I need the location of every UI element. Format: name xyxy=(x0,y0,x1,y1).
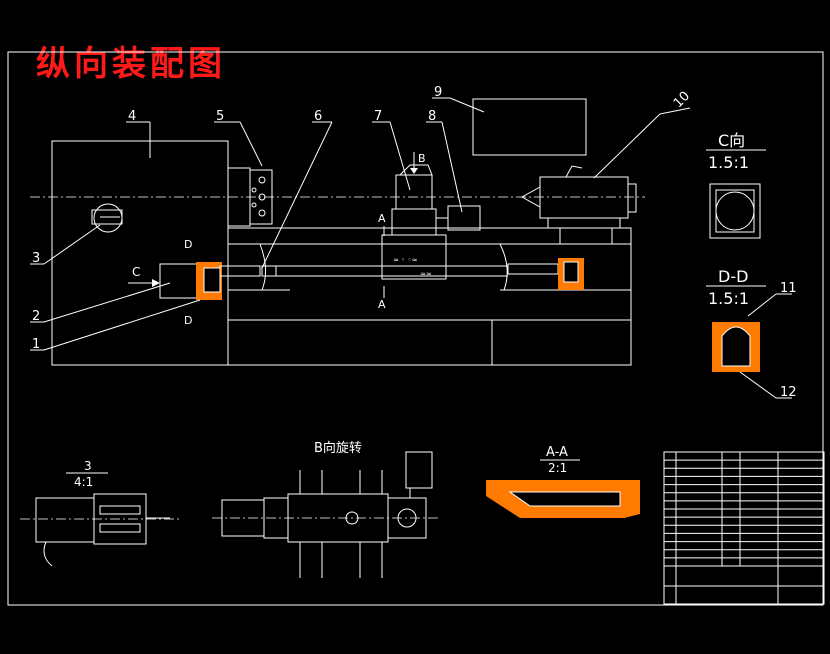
a-top-label: A xyxy=(378,212,386,225)
c-view-scale: 1.5:1 xyxy=(708,153,749,172)
drawing-border xyxy=(7,51,824,606)
d-bottom-label: D xyxy=(184,314,192,327)
servo-motor xyxy=(447,205,481,231)
callout-2: 2 xyxy=(32,309,40,324)
cylinder-block xyxy=(159,263,201,299)
carriage-marks: ≈ ◦ ◦≈ xyxy=(393,256,418,264)
title-block xyxy=(663,451,825,605)
callout-1: 1 xyxy=(32,337,40,352)
callout-7: 7 xyxy=(374,109,382,124)
callout-6: 6 xyxy=(314,109,322,124)
callout-9: 9 xyxy=(434,85,442,100)
callout-4: 4 xyxy=(128,109,136,124)
carriage xyxy=(381,234,447,280)
dd-view: D-D 1.5:1 xyxy=(706,267,766,372)
tailstock xyxy=(539,176,629,219)
detail3-title: 3 xyxy=(84,459,92,473)
tool-post-top xyxy=(395,174,433,210)
headstock-box xyxy=(51,140,229,366)
bed-top xyxy=(227,227,632,245)
lathe-assembly: ≈ ◦ ◦≈ ≈≈ xyxy=(30,98,645,366)
dd-view-scale: 1.5:1 xyxy=(708,289,749,308)
c-view: C向 1.5:1 xyxy=(706,131,766,239)
c-view-title: C向 xyxy=(718,131,745,150)
chuck-face xyxy=(249,169,273,225)
callout-11: 11 xyxy=(780,281,797,296)
control-box xyxy=(472,98,587,156)
aa-title: A-A xyxy=(546,445,568,460)
callout-5: 5 xyxy=(216,109,224,124)
detail3-view: 3 4:1 xyxy=(20,459,180,567)
section-marks: B A A D D C xyxy=(128,152,426,327)
bed-body xyxy=(227,243,632,366)
callout-8: 8 xyxy=(428,109,436,124)
svg-text:≈≈: ≈≈ xyxy=(420,270,432,278)
detail3-scale: 4:1 xyxy=(74,475,93,489)
tool-post-base xyxy=(391,208,437,236)
callout-3: 3 xyxy=(32,251,40,266)
callout-numbers: 4 5 6 7 8 9 10 3 2 1 11 12 xyxy=(32,85,797,400)
callout-12: 12 xyxy=(780,385,797,400)
b-arrow-label: B xyxy=(418,152,426,165)
drawing-title: 纵向装配图 xyxy=(36,44,226,84)
aa-scale: 2:1 xyxy=(548,461,567,475)
b-rotate-title: B向旋转 xyxy=(314,440,362,456)
dd-view-title: D-D xyxy=(718,267,748,286)
a-bottom-label: A xyxy=(378,298,386,311)
c-arrow-label: C xyxy=(132,265,140,279)
aa-view: A-A 2:1 xyxy=(486,445,640,518)
b-rotate-view: B向旋转 xyxy=(212,440,440,578)
callout-leaders xyxy=(30,97,792,399)
d-top-label: D xyxy=(184,238,192,251)
